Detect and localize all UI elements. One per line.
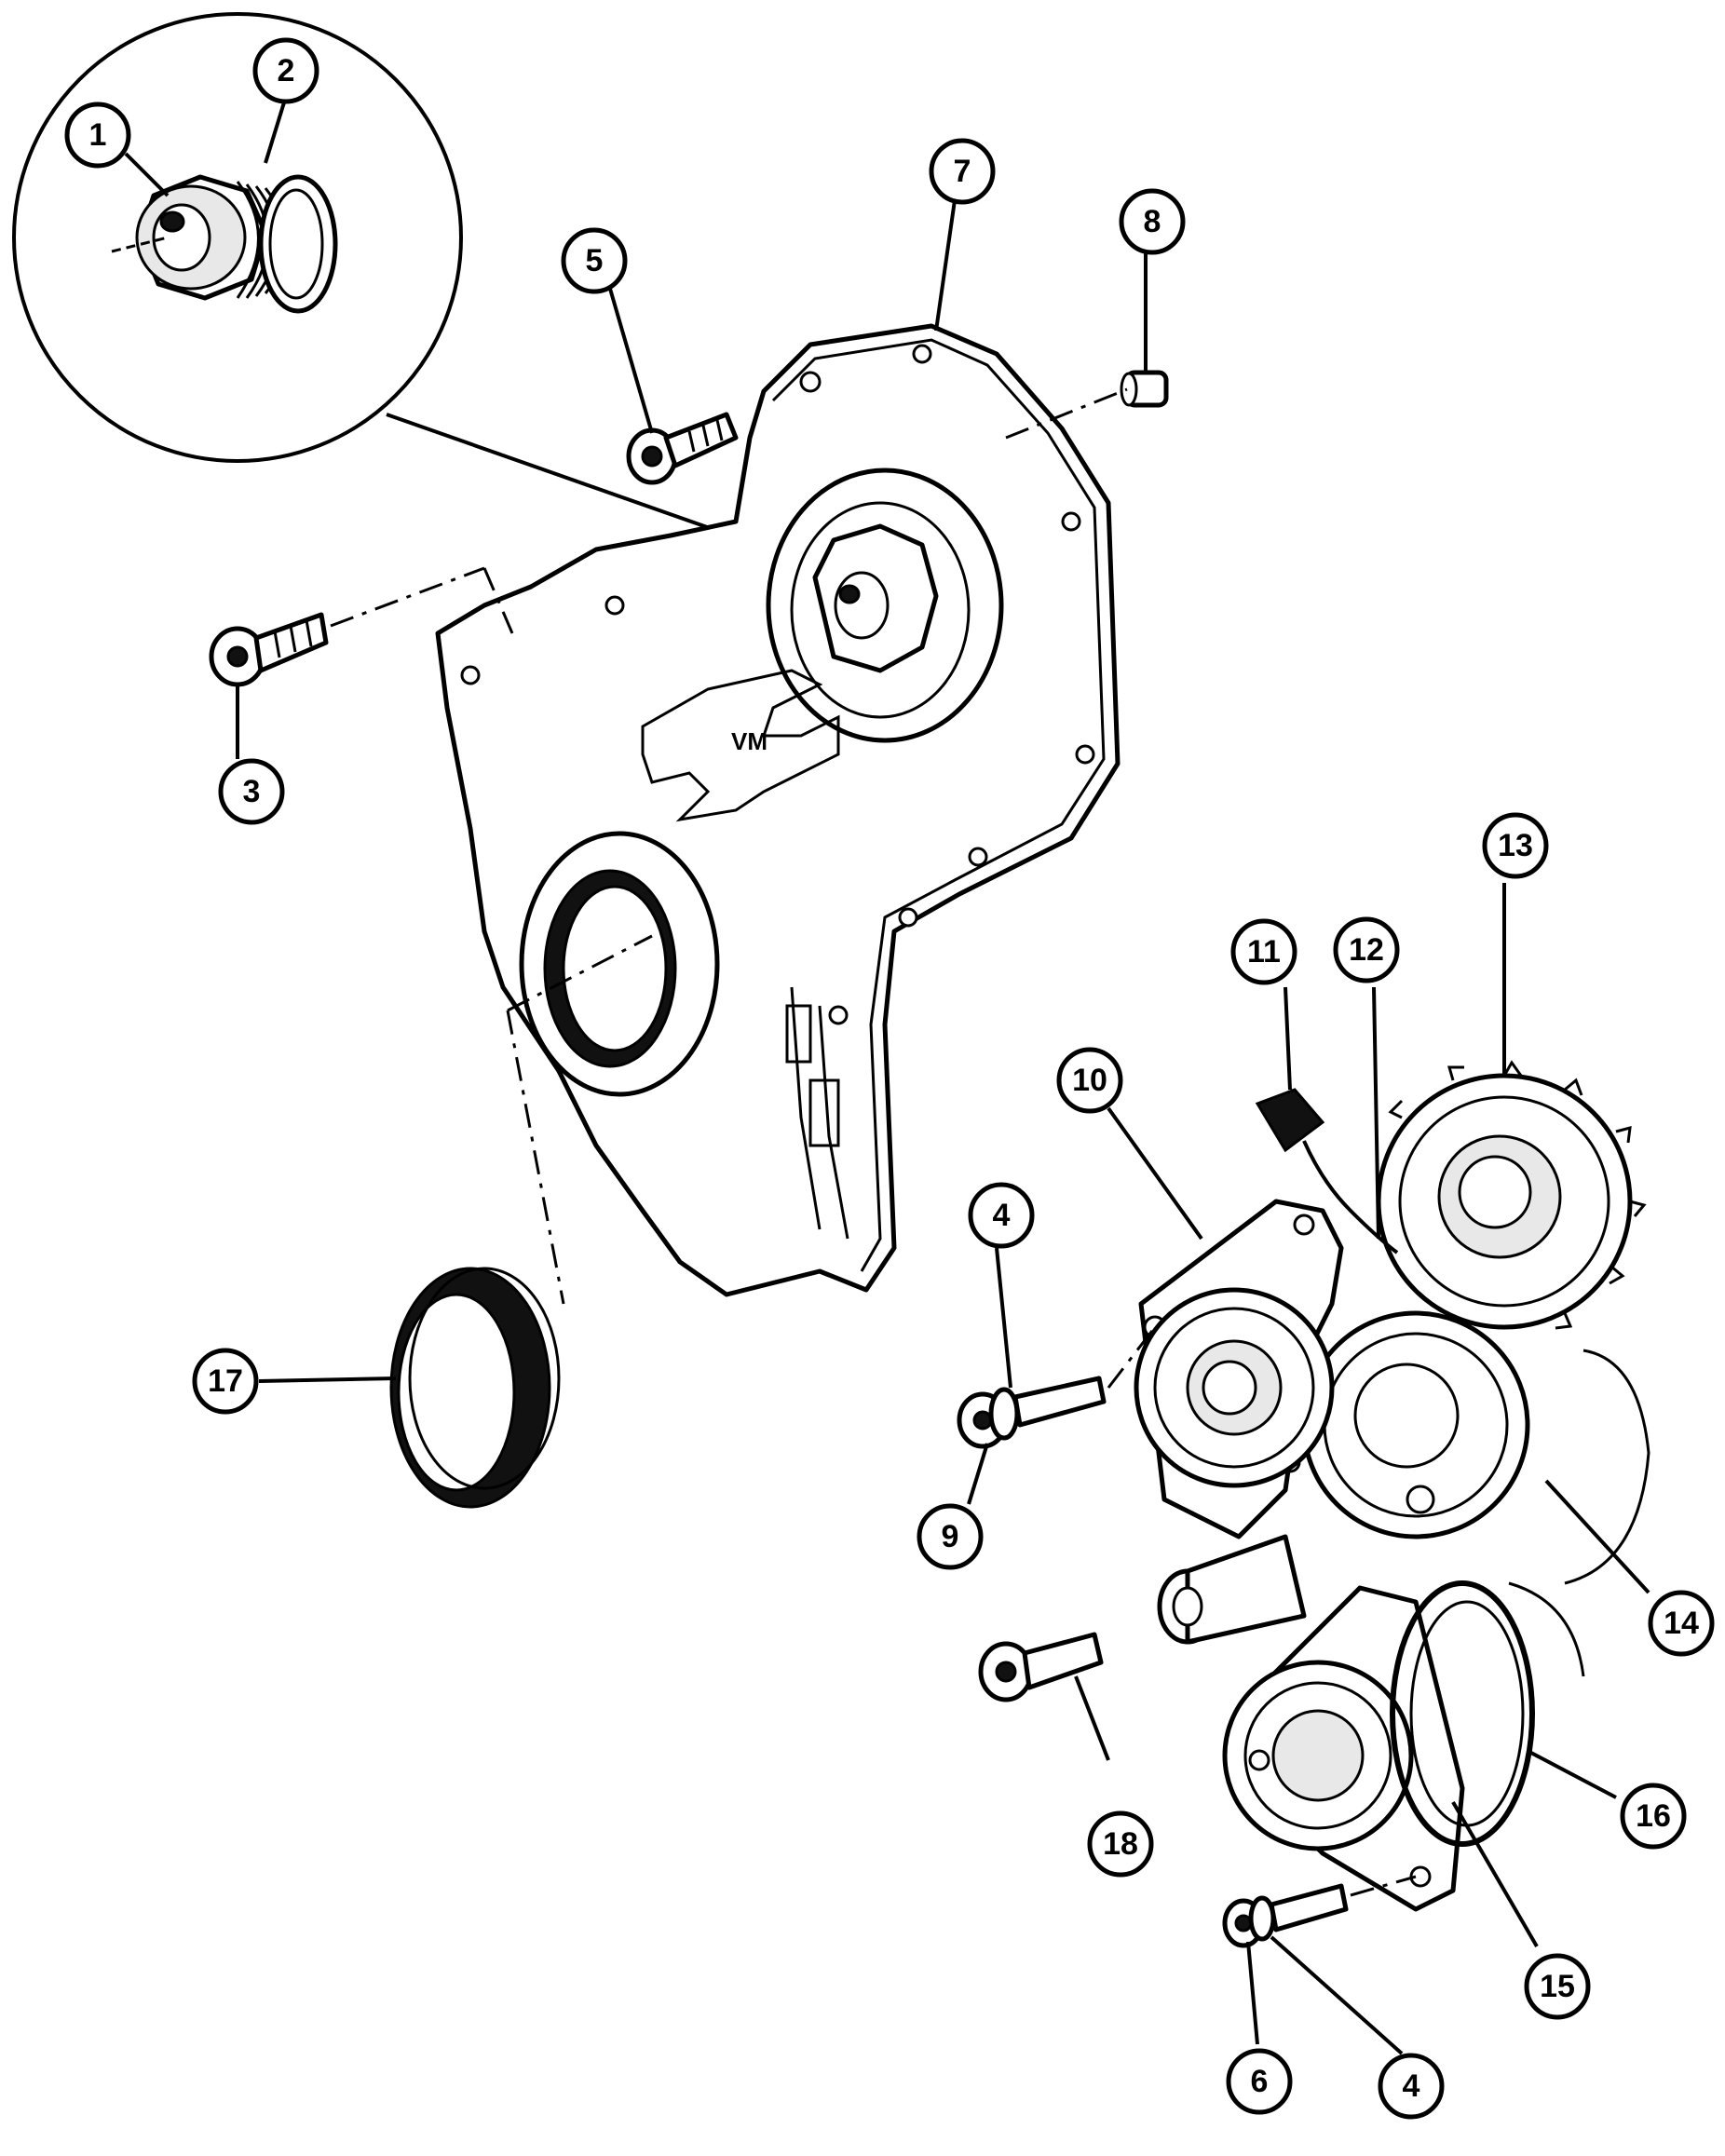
leader-lines <box>124 102 1650 2055</box>
callout-4-lower-label: 4 <box>1403 2068 1420 2104</box>
callout-10-label: 10 <box>1072 1063 1107 1098</box>
svg-text:VM: VM <box>731 727 767 755</box>
detail-inset <box>12 12 463 463</box>
callout-14: 14 <box>1648 1590 1715 1657</box>
callout-11-label: 11 <box>1247 934 1281 970</box>
callout-7: 7 <box>929 138 996 205</box>
callout-14-label: 14 <box>1664 1606 1699 1641</box>
callout-4-upper: 4 <box>968 1182 1035 1249</box>
screw-18 <box>978 1632 1104 1702</box>
callout-3: 3 <box>218 758 285 825</box>
callout-9-label: 9 <box>942 1519 959 1554</box>
callout-17: 17 <box>192 1348 259 1415</box>
nut-detail <box>111 174 338 314</box>
callout-3-label: 3 <box>243 774 261 809</box>
callout-13-label: 13 <box>1498 828 1533 863</box>
callout-9: 9 <box>917 1503 984 1570</box>
callout-6-label: 6 <box>1251 2064 1269 2099</box>
dowel-pin <box>1005 370 1169 440</box>
pump-screw-lower <box>1222 1875 1417 1948</box>
callout-1-label: 1 <box>89 117 107 153</box>
callout-2: 2 <box>252 37 319 104</box>
pump-screw-upper <box>957 1326 1157 1449</box>
cover-screw-5 <box>626 412 739 485</box>
callout-18-label: 18 <box>1103 1826 1138 1862</box>
callout-15-label: 15 <box>1540 1969 1575 2004</box>
cast-logo: VM <box>641 669 840 822</box>
sensor <box>1255 1088 1399 1254</box>
oil-pump-plate <box>1222 1585 1465 1912</box>
callout-1: 1 <box>64 102 131 169</box>
callout-4-lower: 4 <box>1378 2053 1445 2120</box>
callout-16-label: 16 <box>1636 1798 1671 1834</box>
callout-11: 11 <box>1230 918 1297 985</box>
callout-5: 5 <box>561 227 628 294</box>
cam-gear <box>1376 1060 1647 1330</box>
callout-12-label: 12 <box>1349 932 1384 968</box>
callout-16: 16 <box>1620 1783 1687 1850</box>
callout-10: 10 <box>1056 1047 1123 1114</box>
callout-15: 15 <box>1524 1953 1591 2020</box>
callout-2-label: 2 <box>278 53 295 88</box>
callout-6: 6 <box>1226 2048 1293 2115</box>
timing-cover: VM <box>435 323 1121 1297</box>
output-shaft <box>1157 1534 1307 1645</box>
callout-8: 8 <box>1119 188 1186 255</box>
callout-17-label: 17 <box>208 1363 243 1399</box>
callout-13: 13 <box>1482 812 1549 879</box>
oil-seal-ring <box>389 1010 565 1509</box>
callout-7-label: 7 <box>954 154 971 189</box>
callout-18: 18 <box>1087 1810 1154 1878</box>
idler-gear <box>1301 1310 1530 1539</box>
drive-gear <box>1134 1287 1335 1488</box>
callout-5-label: 5 <box>586 243 604 278</box>
gear-assembly <box>1134 1060 1650 1912</box>
callout-8-label: 8 <box>1144 204 1161 239</box>
callout-12: 12 <box>1333 916 1400 983</box>
callout-4-upper-label: 4 <box>993 1198 1011 1233</box>
